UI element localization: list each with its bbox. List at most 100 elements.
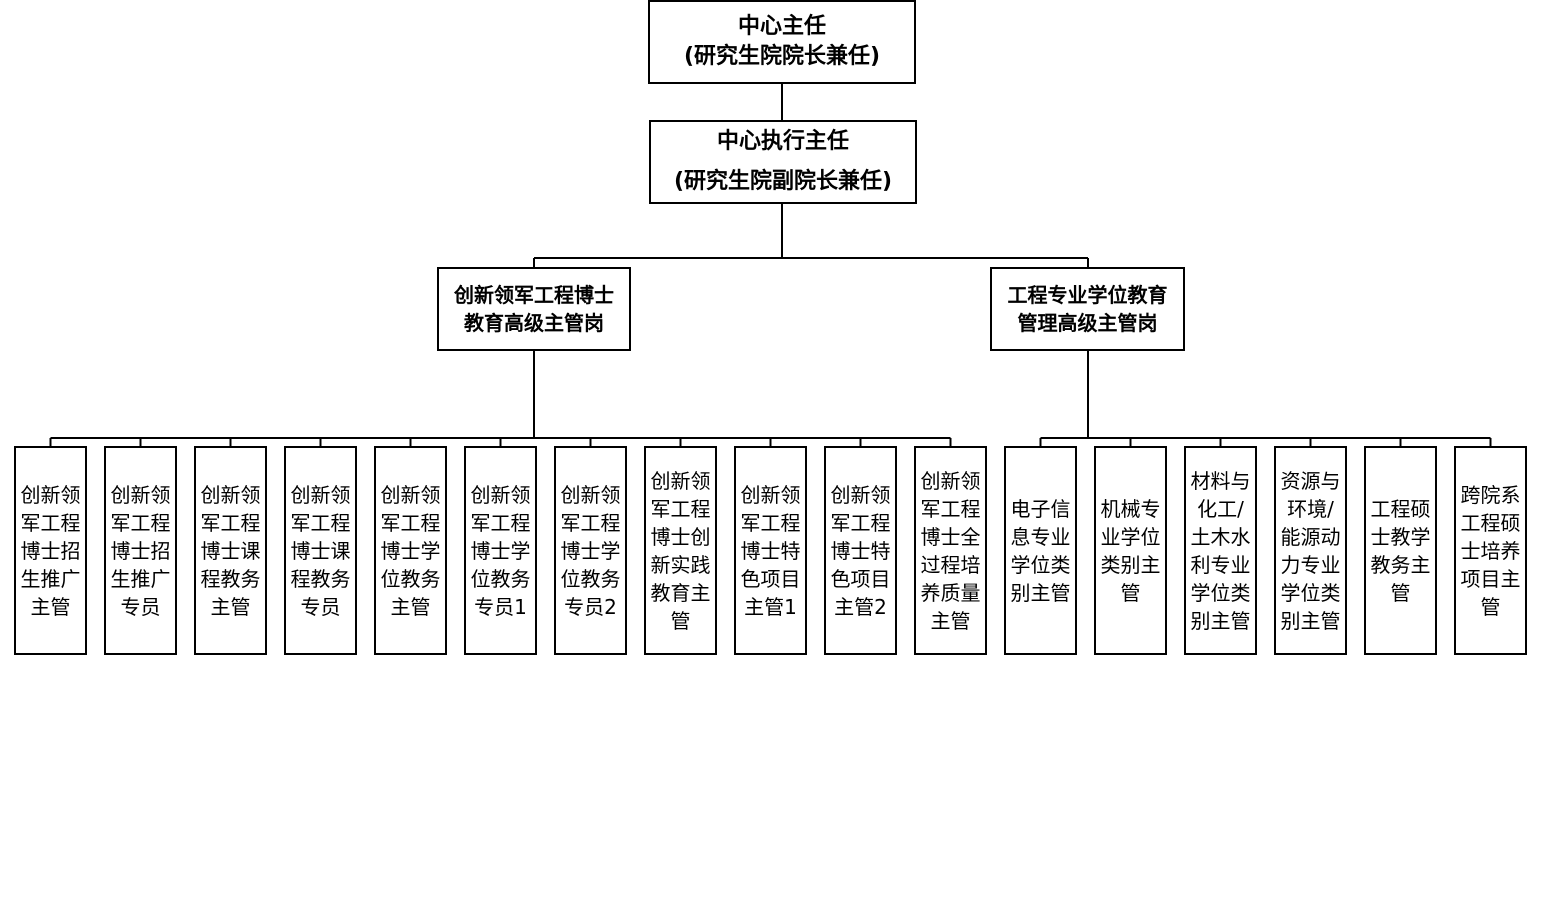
leaf-text-line: 教务主 [1370,552,1431,577]
leaf-text-line: 程教务 [290,566,351,591]
node-leaf-5: 创新领军工程博士学位教务主管 [374,446,447,655]
leaf-text-line: 管 [1120,580,1141,605]
leaf-text-line: 军工程 [560,510,621,535]
leaf-text-line: 博士特 [830,538,891,563]
node-leaf-4: 创新领军工程博士课程教务专员 [284,446,357,655]
leaf-text-line: 机械专 [1100,496,1161,521]
exec-director-title: 中心执行主任 [716,129,849,154]
leaf-text-line: 军工程 [650,496,711,521]
node-leaf-14: 材料与化工/土木水利专业学位类别主管 [1184,446,1257,655]
node-leaf-9: 创新领军工程博士特色项目主管1 [734,446,807,655]
node-leaf-10: 创新领军工程博士特色项目主管2 [824,446,897,655]
leaf-text-line: 博士学 [560,538,621,563]
leaf-text-line: 跨院系 [1460,482,1521,507]
node-leaf-17: 跨院系工程硕士培养项目主管 [1454,446,1527,655]
director-title: 中心主任 [737,14,826,39]
leaf-text-line: 军工程 [200,510,261,535]
leaf-text-line: 主管 [210,594,251,619]
leaf-text-line: 资源与 [1280,468,1341,493]
leaf-text-line: 专员 [120,594,161,619]
leaf-text-line: 军工程 [470,510,531,535]
leaf-text-line: 管 [670,608,691,633]
leaf-text-line: 业学位 [1100,524,1161,549]
leaf-text-line: 材料与 [1190,468,1251,493]
node-leaf-2: 创新领军工程博士招生推广专员 [104,446,177,655]
leaf-text-line: 主管2 [834,594,887,619]
node-leaf-15: 资源与环境/能源动力专业学位类别主管 [1274,446,1347,655]
leaf-text-line: 类别主 [1100,552,1161,577]
leaf-text-line: 生推广 [20,566,81,591]
leaf-text-line: 工程硕 [1370,496,1431,521]
leaf-text-line: 专员1 [474,594,527,619]
leaf-text-line: 士教学 [1370,524,1431,549]
leaf-text-line: 主管 [930,608,971,633]
leaf-text-line: 环境/ [1287,496,1334,521]
leaf-text-line: 主管 [390,594,431,619]
branch-doctorate-line2: 教育高级主管岗 [464,311,604,335]
node-leaf-12: 电子信息专业学位类别主管 [1004,446,1077,655]
leaf-text-line: 别主管 [1280,608,1341,633]
leaf-text-line: 别主管 [1190,608,1251,633]
leaf-text-line: 博士招 [110,538,171,563]
leaf-text-line: 新实践 [650,552,711,577]
leaf-text-line: 土木水 [1190,524,1251,549]
leaf-text-line: 军工程 [20,510,81,535]
leaf-text-line: 士培养 [1460,538,1521,563]
leaf-text-line: 学位类 [1280,580,1341,605]
leaf-text-line: 军工程 [380,510,441,535]
leaf-text-line: 化工/ [1197,496,1244,521]
leaf-text-line: 军工程 [110,510,171,535]
leaf-text-line: 养质量 [920,580,981,605]
leaf-text-line: 位教务 [470,566,531,591]
leaf-text-line: 管 [1480,594,1501,619]
node-leaf-16: 工程硕士教学教务主管 [1364,446,1437,655]
leaf-text-line: 学位类 [1010,552,1071,577]
leaf-text-line: 博士特 [740,538,801,563]
leaf-text-line: 位教务 [380,566,441,591]
leaf-text-line: 创新领 [470,482,531,507]
node-leaf-7: 创新领军工程博士学位教务专员2 [554,446,627,655]
node-leaf-1: 创新领军工程博士招生推广主管 [14,446,87,655]
leaf-text-line: 主管1 [744,594,797,619]
leaf-text-line: 专员2 [564,594,617,619]
node-branch-professional-degree: 工程专业学位教育 管理高级主管岗 [990,267,1185,351]
leaf-text-line: 创新领 [200,482,261,507]
leaf-text-line: 创新领 [290,482,351,507]
leaf-text-line: 军工程 [830,510,891,535]
leaf-text-line: 创新领 [830,482,891,507]
exec-director-note: (研究生院副院长兼任) [673,169,893,194]
leaf-text-line: 能源动 [1280,524,1341,549]
leaf-text-line: 博士学 [380,538,441,563]
leaf-text-line: 军工程 [290,510,351,535]
leaf-text-line: 色项目 [830,566,891,591]
director-note: (研究生院院长兼任) [683,44,881,69]
leaf-text-line: 军工程 [740,510,801,535]
leaf-text-line: 生推广 [110,566,171,591]
leaf-text-line: 博士全 [920,524,981,549]
node-leaf-3: 创新领军工程博士课程教务主管 [194,446,267,655]
node-executive-director: 中心执行主任 (研究生院副院长兼任) [649,120,917,204]
leaf-text-line: 博士学 [470,538,531,563]
leaf-text-line: 教育主 [650,580,711,605]
leaf-text-line: 军工程 [920,496,981,521]
branch-doctorate-line1: 创新领军工程博士 [454,283,614,307]
node-leaf-11: 创新领军工程博士全过程培养质量主管 [914,446,987,655]
leaf-text-line: 博士课 [200,538,261,563]
leaf-text-line: 创新领 [380,482,441,507]
leaf-text-line: 管 [1390,580,1411,605]
branch-professional-line1: 工程专业学位教育 [1007,283,1168,307]
leaf-text-line: 博士创 [650,524,711,549]
leaf-text-line: 创新领 [920,468,981,493]
leaf-text-line: 利专业 [1190,552,1251,577]
leaf-text-line: 程教务 [200,566,261,591]
node-leaf-13: 机械专业学位类别主管 [1094,446,1167,655]
leaf-text-line: 位教务 [560,566,621,591]
leaf-text-line: 色项目 [740,566,801,591]
leaf-text-line: 电子信 [1010,496,1071,521]
leaf-text-line: 专员 [300,594,341,619]
leaf-text-line: 创新领 [560,482,621,507]
leaf-text-line: 创新领 [650,468,711,493]
leaf-text-line: 创新领 [20,482,81,507]
leaf-text-line: 创新领 [740,482,801,507]
